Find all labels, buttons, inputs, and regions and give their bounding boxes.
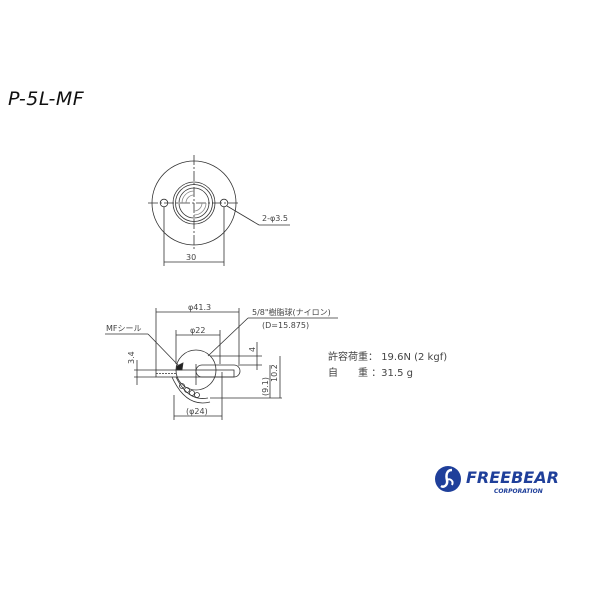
hole-label: 2-φ3.5: [262, 214, 288, 223]
part-number-title: P-5L-MF: [8, 88, 85, 110]
load-value: 19.6N (2 kgf): [381, 352, 448, 363]
weight-value: ：31.5 g: [371, 368, 413, 379]
protrusion-label: 4: [248, 347, 257, 352]
bottom-dia-label: (φ24): [186, 407, 208, 416]
inner-dia-label: φ22: [190, 326, 205, 335]
height-label: 10.2: [270, 364, 279, 382]
logo-brand: FREEBEAR: [466, 468, 559, 487]
logo-mark-icon: FREEBEAR CORPORATION: [435, 466, 559, 495]
seal-label: MFシール: [106, 324, 142, 333]
weight-row: 自 重 ：31.5 g: [328, 366, 447, 382]
top-view: [148, 155, 290, 266]
body-height-label: (9.1): [261, 377, 270, 396]
load-row: 許容荷重： 19.6N (2 kgf): [328, 350, 447, 366]
outer-dia-label: φ41.3: [188, 303, 211, 312]
ball-dia-label: (D=15.875): [262, 321, 309, 330]
pitch-label: 30: [186, 253, 196, 262]
load-label: 許容荷重：: [328, 352, 378, 363]
logo-sub: CORPORATION: [494, 488, 543, 495]
side-view: [105, 308, 338, 420]
specs-block: 許容荷重： 19.6N (2 kgf) 自 重 ：31.5 g: [328, 350, 447, 382]
flange-thickness-label: 3.4: [127, 351, 136, 364]
ball-label: 5/8"樹脂球(ナイロン): [252, 307, 331, 317]
weight-label: 自 重: [328, 368, 368, 379]
freebear-logo: FREEBEAR CORPORATION: [434, 462, 574, 498]
